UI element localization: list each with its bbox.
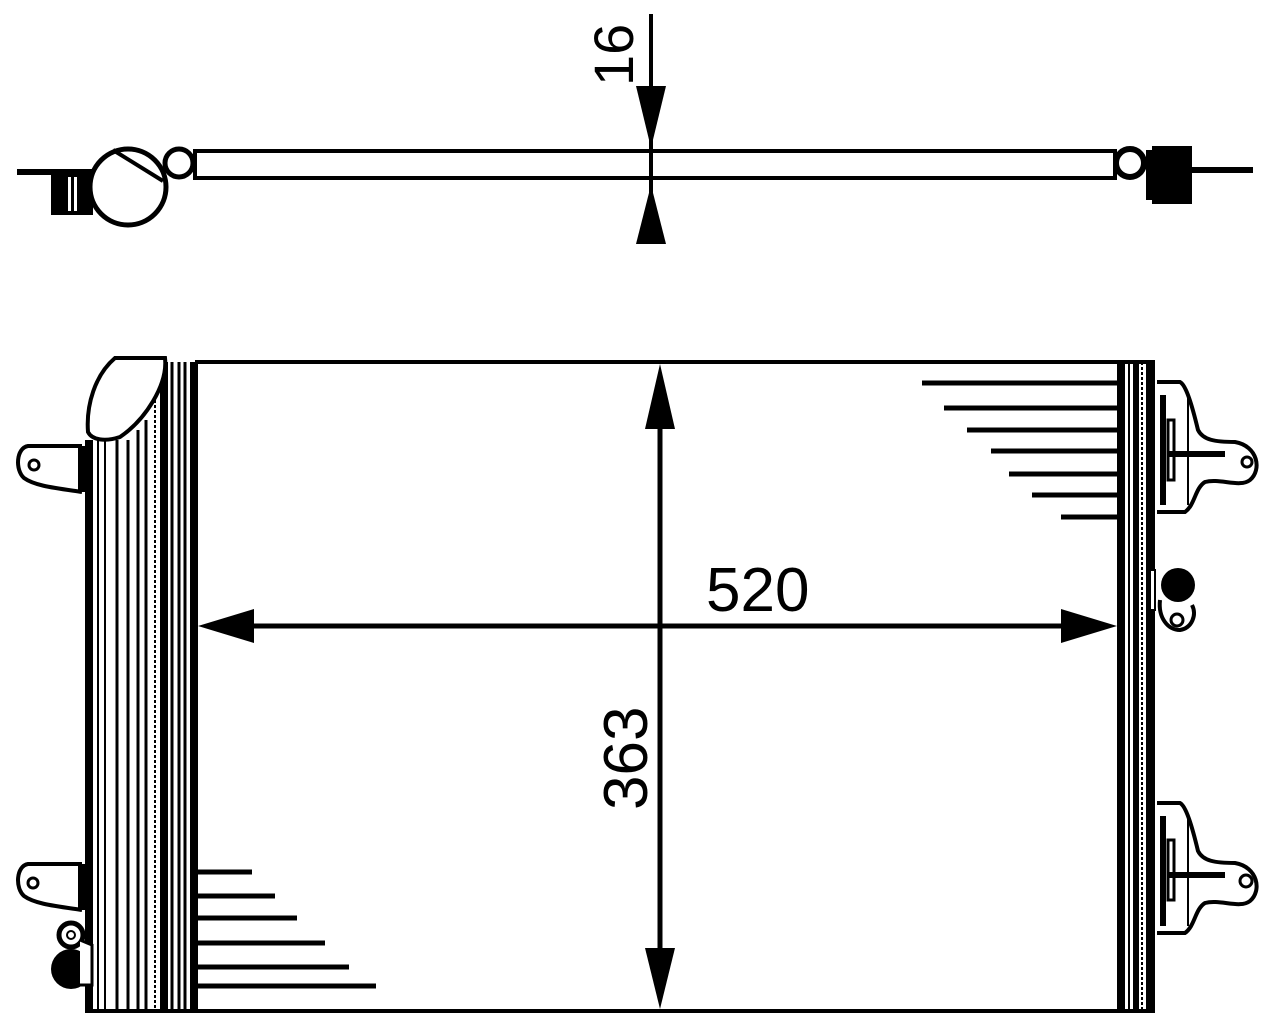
left-fin-hatching <box>198 869 376 989</box>
right-middle-fitting <box>1149 568 1196 633</box>
width-dimension-label: 520 <box>706 556 810 625</box>
front-view <box>16 356 1259 1013</box>
thickness-dimension-label: 16 <box>582 23 645 86</box>
right-fin-hatching <box>922 380 1117 520</box>
height-dimension-label: 363 <box>592 706 661 810</box>
right-upper-bracket <box>1157 380 1259 514</box>
height-dimension <box>645 364 675 1009</box>
left-lower-bracket <box>16 862 86 912</box>
right-lower-bracket <box>1157 801 1259 935</box>
left-header-tank <box>85 356 198 1012</box>
left-lower-fitting <box>51 920 94 989</box>
left-upper-bracket <box>16 444 86 494</box>
top-view <box>17 146 1253 228</box>
thickness-dimension <box>636 14 666 244</box>
right-header-tank <box>1117 362 1155 1012</box>
